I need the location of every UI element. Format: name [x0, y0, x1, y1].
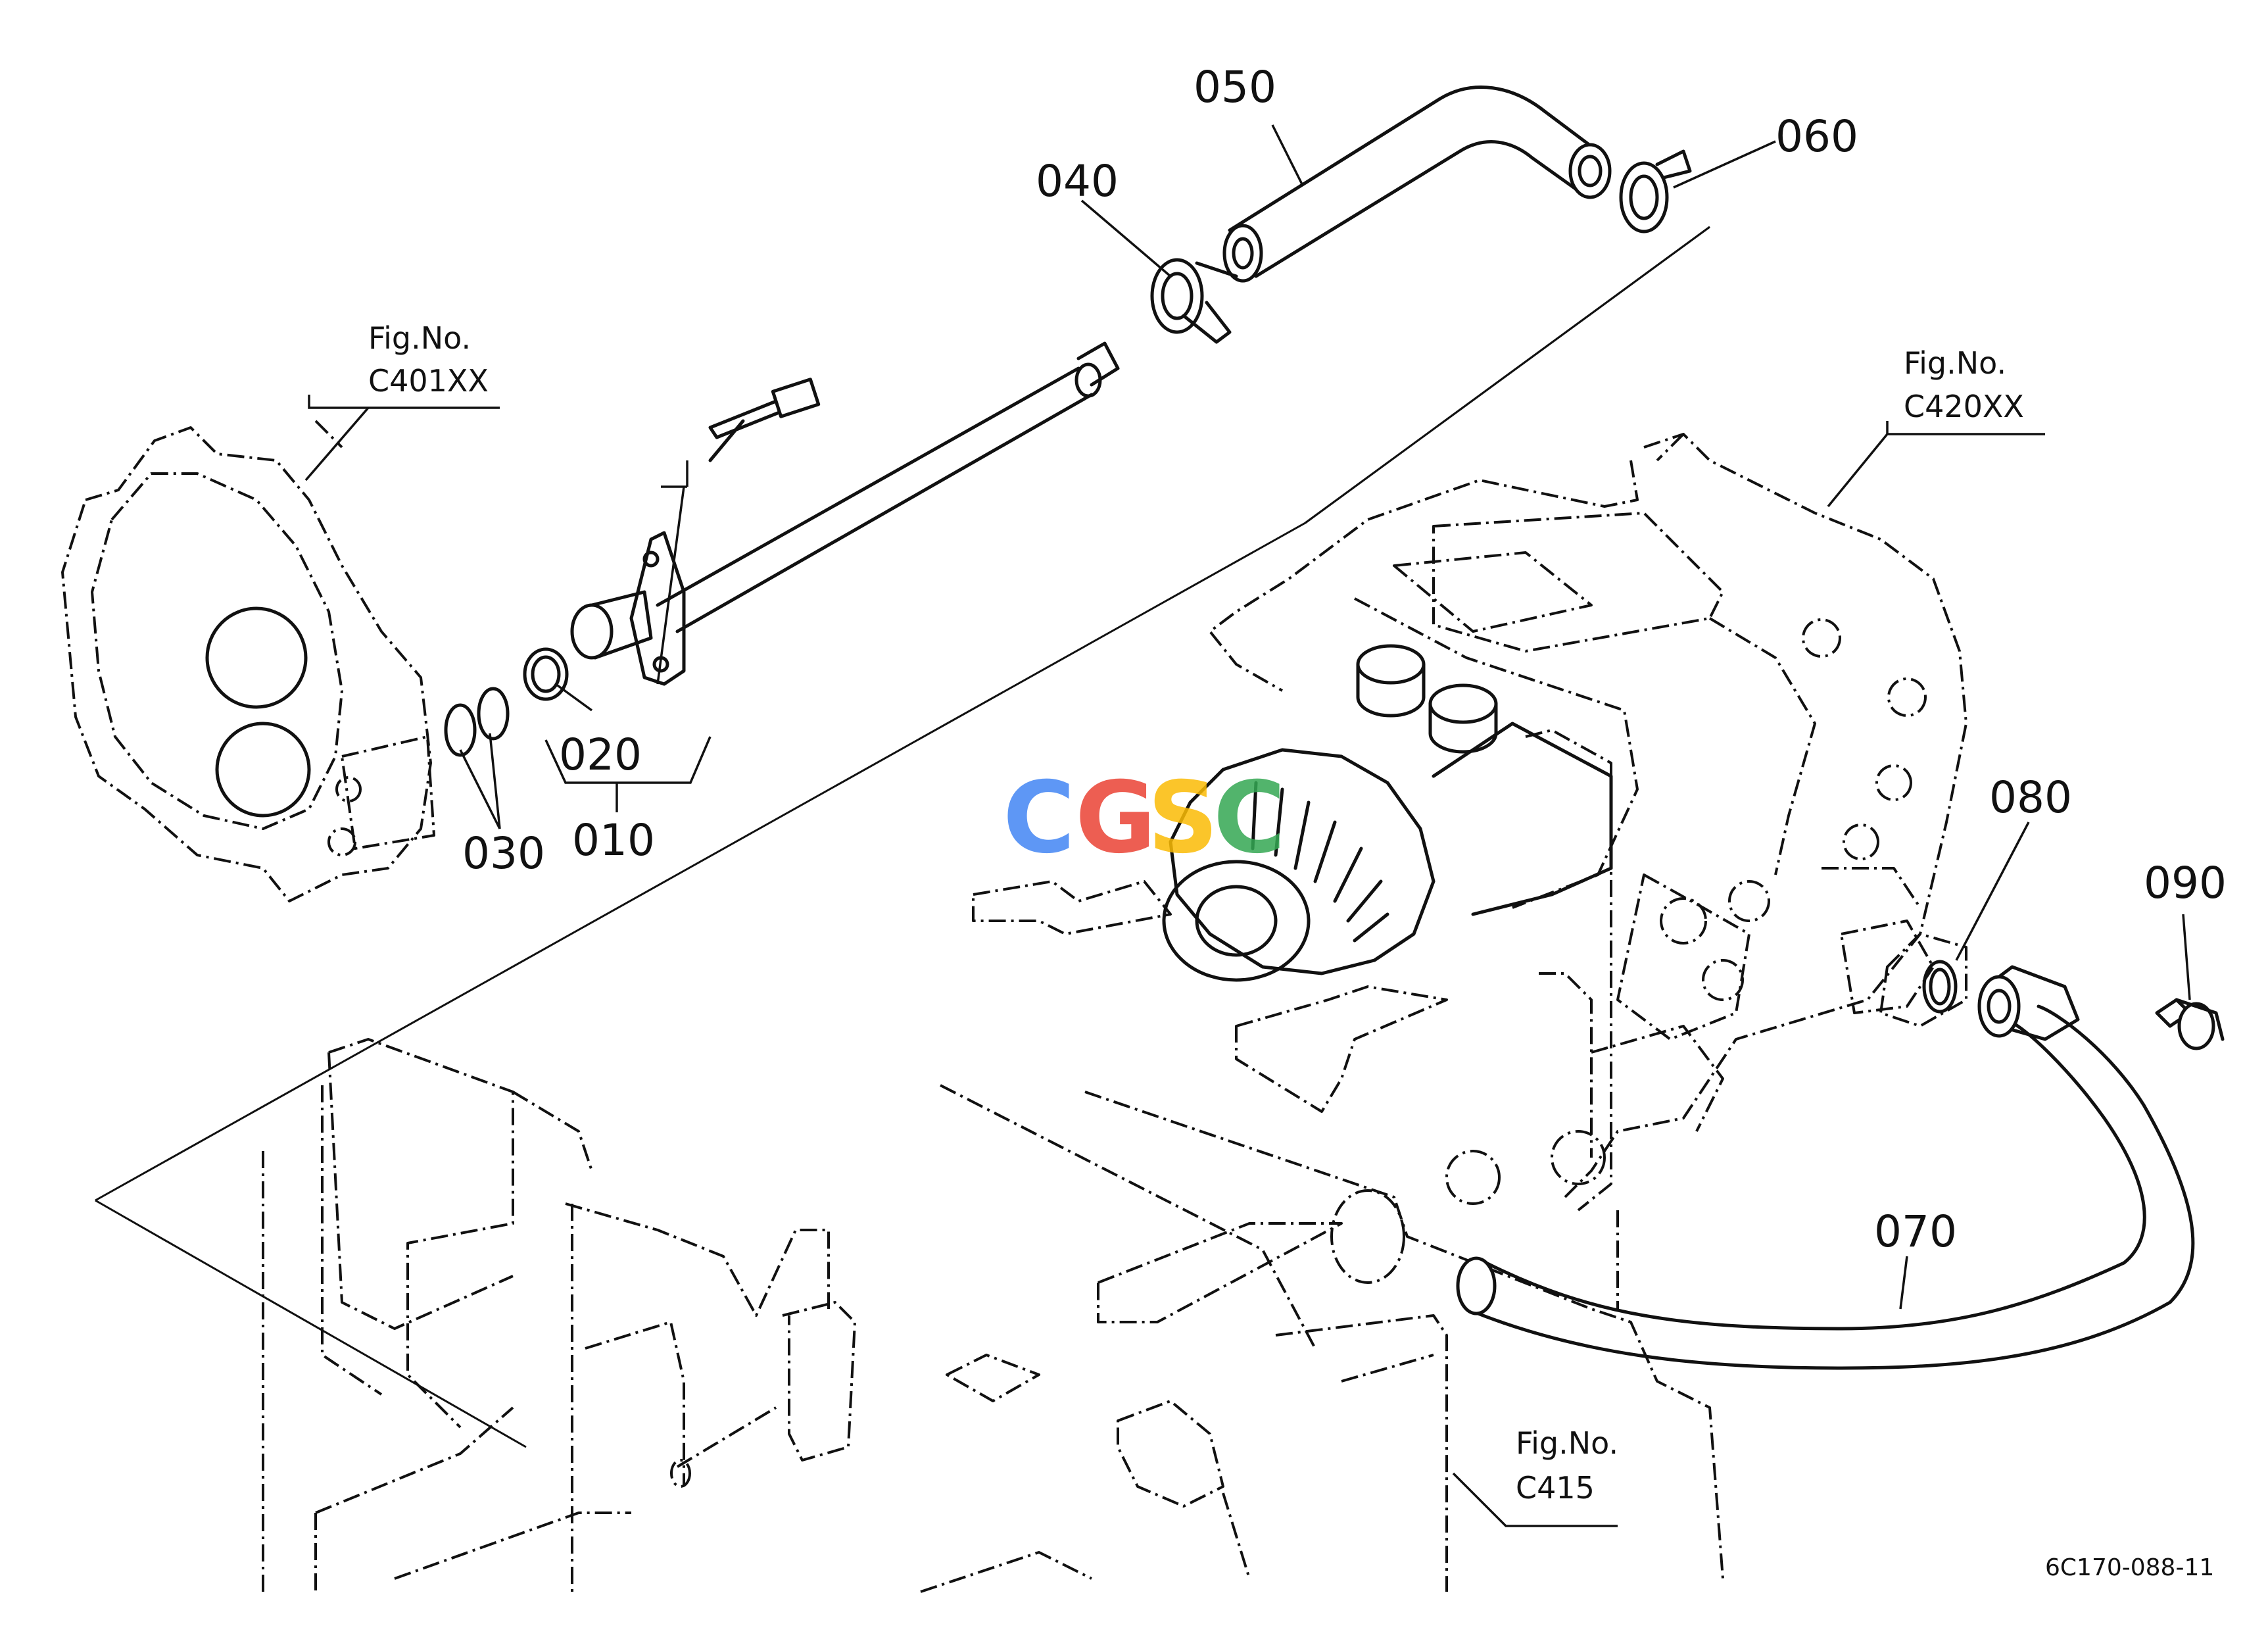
fig-ref-prefix-c415: Fig.No. — [1516, 1425, 1618, 1461]
part-label-040: 040 — [1036, 156, 1119, 207]
pipe-070 — [1456, 965, 2195, 1370]
part-label-090: 090 — [2144, 858, 2227, 908]
plug-090 — [2155, 998, 2225, 1050]
hose-050 — [1222, 86, 1612, 283]
part-label-030: 030 — [462, 828, 545, 879]
fig-ref-code-c415: C415 — [1516, 1470, 1595, 1506]
watermark-letter-3: S — [1147, 761, 1218, 875]
part-number-labels: 050 060 040 020 030 010 080 090 070 — [462, 62, 2227, 1257]
leader-lines — [304, 124, 2191, 1527]
part-label-080: 080 — [1989, 772, 2072, 823]
hose-clamp-040 — [1150, 258, 1238, 344]
drawing-code: 6C170-088-11 — [2045, 1554, 2214, 1581]
fig-ref-code-c401: C401XX — [368, 363, 489, 399]
part-label-020: 020 — [559, 729, 642, 780]
oil-tube-assembly — [444, 341, 1120, 757]
o-ring-080 — [1922, 960, 1958, 1014]
gear-assembly — [1162, 722, 1613, 982]
front-housing — [61, 420, 435, 902]
fig-ref-code-c420: C420XX — [1904, 389, 2024, 424]
assembly-boundary — [95, 226, 1710, 1448]
frame-brackets — [262, 729, 1724, 1593]
part-label-070: 070 — [1874, 1206, 1957, 1257]
part-label-010: 010 — [572, 815, 655, 866]
figure-references: Fig.No. C401XX Fig.No. C420XX Fig.No. C4… — [368, 320, 2024, 1506]
fig-ref-prefix-c401: Fig.No. — [368, 320, 471, 356]
gear-teeth — [1251, 781, 1389, 943]
part-label-050: 050 — [1194, 62, 1276, 112]
fig-ref-prefix-c420: Fig.No. — [1904, 345, 2006, 381]
watermark: C G S C — [1003, 761, 1286, 875]
hose-clamp-060 — [1619, 149, 1692, 234]
transmission-case — [1209, 433, 1967, 1205]
watermark-letter-1: C — [1003, 761, 1075, 875]
pipe-flange-outline — [1879, 933, 1967, 1027]
watermark-letter-4: C — [1213, 761, 1286, 875]
part-label-060: 060 — [1775, 111, 1858, 162]
watermark-letter-2: G — [1075, 761, 1156, 875]
